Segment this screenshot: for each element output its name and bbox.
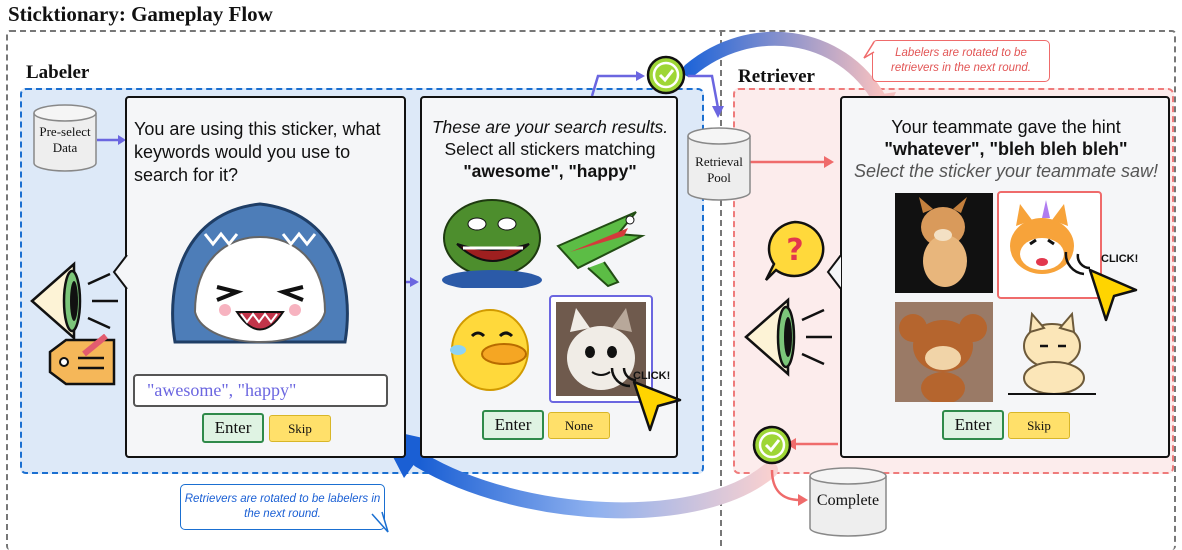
panel-speech-tail: [112, 255, 128, 289]
eye-icon: [30, 261, 118, 341]
complete-cylinder: [809, 467, 887, 537]
retrieval-pool-cylinder: [687, 127, 751, 201]
retrieval-pool-label: Retrieval Pool: [695, 154, 743, 185]
keyword-input[interactable]: "awesome", "happy": [133, 374, 388, 407]
cat-unicorn-sticker[interactable]: [1002, 196, 1096, 294]
region-divider: [720, 30, 722, 546]
retriever-panel-speech-tail: [826, 255, 842, 289]
check-to-complete-connector: [770, 469, 801, 502]
duck-sticker[interactable]: [444, 302, 534, 394]
frog-sticker[interactable]: [437, 196, 543, 288]
retriever-eye-icon: [744, 297, 832, 377]
dog-sticker[interactable]: [895, 193, 993, 293]
retriever-cursor-click-icon: [1064, 251, 1138, 322]
cursor-click-icon: [610, 367, 682, 432]
retriever-hint-intro: Your teammate gave the hint: [891, 117, 1121, 137]
crocodile-sticker[interactable]: [548, 206, 648, 292]
retriever-click-label: CLICK!: [1101, 253, 1139, 265]
check-to-pool-arrowhead: [712, 106, 724, 118]
retriever-region-label: Retriever: [738, 66, 815, 87]
enter-button[interactable]: Enter: [202, 413, 264, 443]
pool-to-retriever-arrowhead: [824, 156, 834, 168]
shiba-sticker[interactable]: [1004, 306, 1100, 400]
cat-sticker[interactable]: [556, 302, 646, 396]
check-icon-top: [646, 55, 686, 95]
search-results-keywords: "awesome", "happy": [463, 161, 637, 181]
rotation-arrow-top: [683, 31, 887, 107]
rotation-callout-top: Labelers are rotated to be retrievers in…: [872, 40, 1050, 82]
preselect-data-cylinder: [33, 104, 97, 172]
outer-frame: [6, 30, 1176, 550]
check-to-complete-arrowhead: [798, 494, 808, 506]
labeler-prompt-text: You are using this sticker, what keyword…: [134, 119, 381, 185]
page-title: Sticktionary: Gameplay Flow: [8, 2, 273, 26]
click-label: CLICK!: [633, 370, 671, 382]
question-bubble-icon: ?: [764, 220, 825, 281]
labeler-region-label: Labeler: [26, 62, 90, 83]
skip-button[interactable]: Skip: [269, 415, 331, 442]
none-button[interactable]: None: [548, 412, 610, 439]
retriever-skip-button[interactable]: Skip: [1008, 412, 1070, 439]
results-to-check-connector: [590, 74, 638, 97]
complete-label: Complete: [816, 492, 880, 509]
panel-arrowhead: [410, 277, 419, 287]
svg-text:?: ?: [786, 233, 803, 268]
search-enter-button[interactable]: Enter: [482, 410, 544, 440]
retriever-instruction: Select the sticker your teammate saw!: [853, 161, 1159, 181]
rotation-arrow-bottom: [412, 452, 778, 519]
results-to-check-arrowhead: [636, 71, 645, 81]
check-to-pool-connector: [688, 74, 720, 109]
mouse-sticker[interactable]: [895, 302, 993, 402]
preselect-data-label: Pre-select Data: [39, 124, 91, 155]
tag-pencil-icon: [48, 334, 116, 386]
rotation-callout-bottom: Retrievers are rotated to be labelers in…: [180, 484, 385, 530]
check-icon-bottom: [752, 425, 792, 465]
callout-tail-top: [863, 41, 875, 59]
retriever-enter-button[interactable]: Enter: [942, 410, 1004, 440]
search-results-instruction: Select all stickers matching: [444, 139, 656, 159]
preselect-arrowhead: [118, 135, 126, 145]
search-results-intro: These are your search results.: [431, 117, 669, 137]
shark-girl-sticker[interactable]: [165, 192, 355, 370]
retriever-hint-keywords: "whatever", "bleh bleh bleh": [884, 139, 1128, 159]
callout-tail-bottom: [371, 511, 389, 533]
